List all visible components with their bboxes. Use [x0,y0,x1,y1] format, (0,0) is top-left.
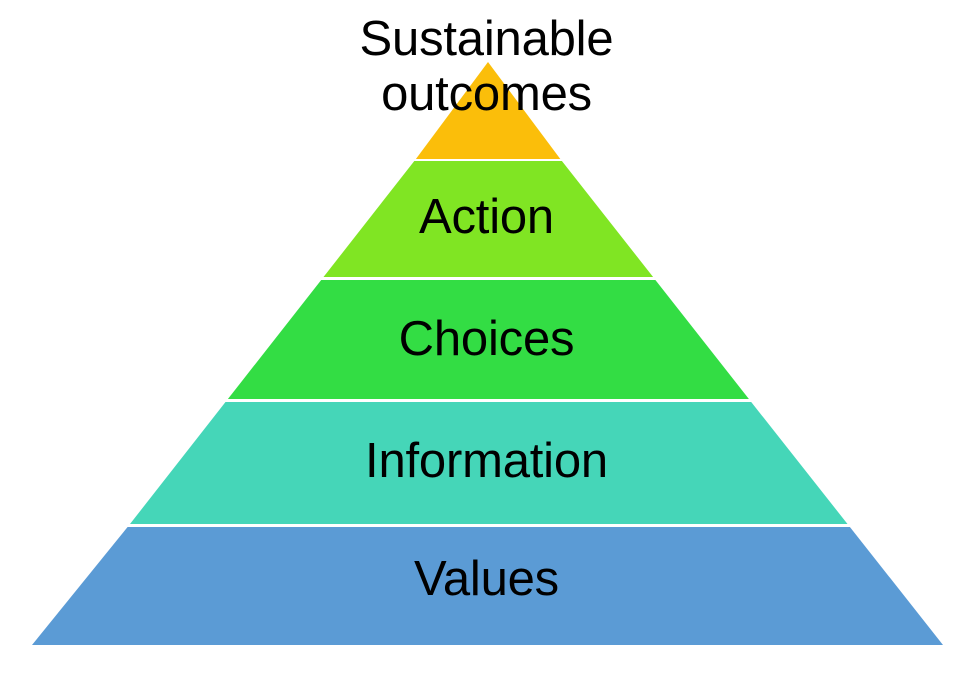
pyramid-band-values[interactable] [32,527,943,645]
pyramid-band-information[interactable] [130,402,848,524]
pyramid-band-choices[interactable] [227,280,749,399]
pyramid-band-sustainable-outcomes[interactable] [415,62,561,159]
pyramid-band-action[interactable] [323,161,654,277]
